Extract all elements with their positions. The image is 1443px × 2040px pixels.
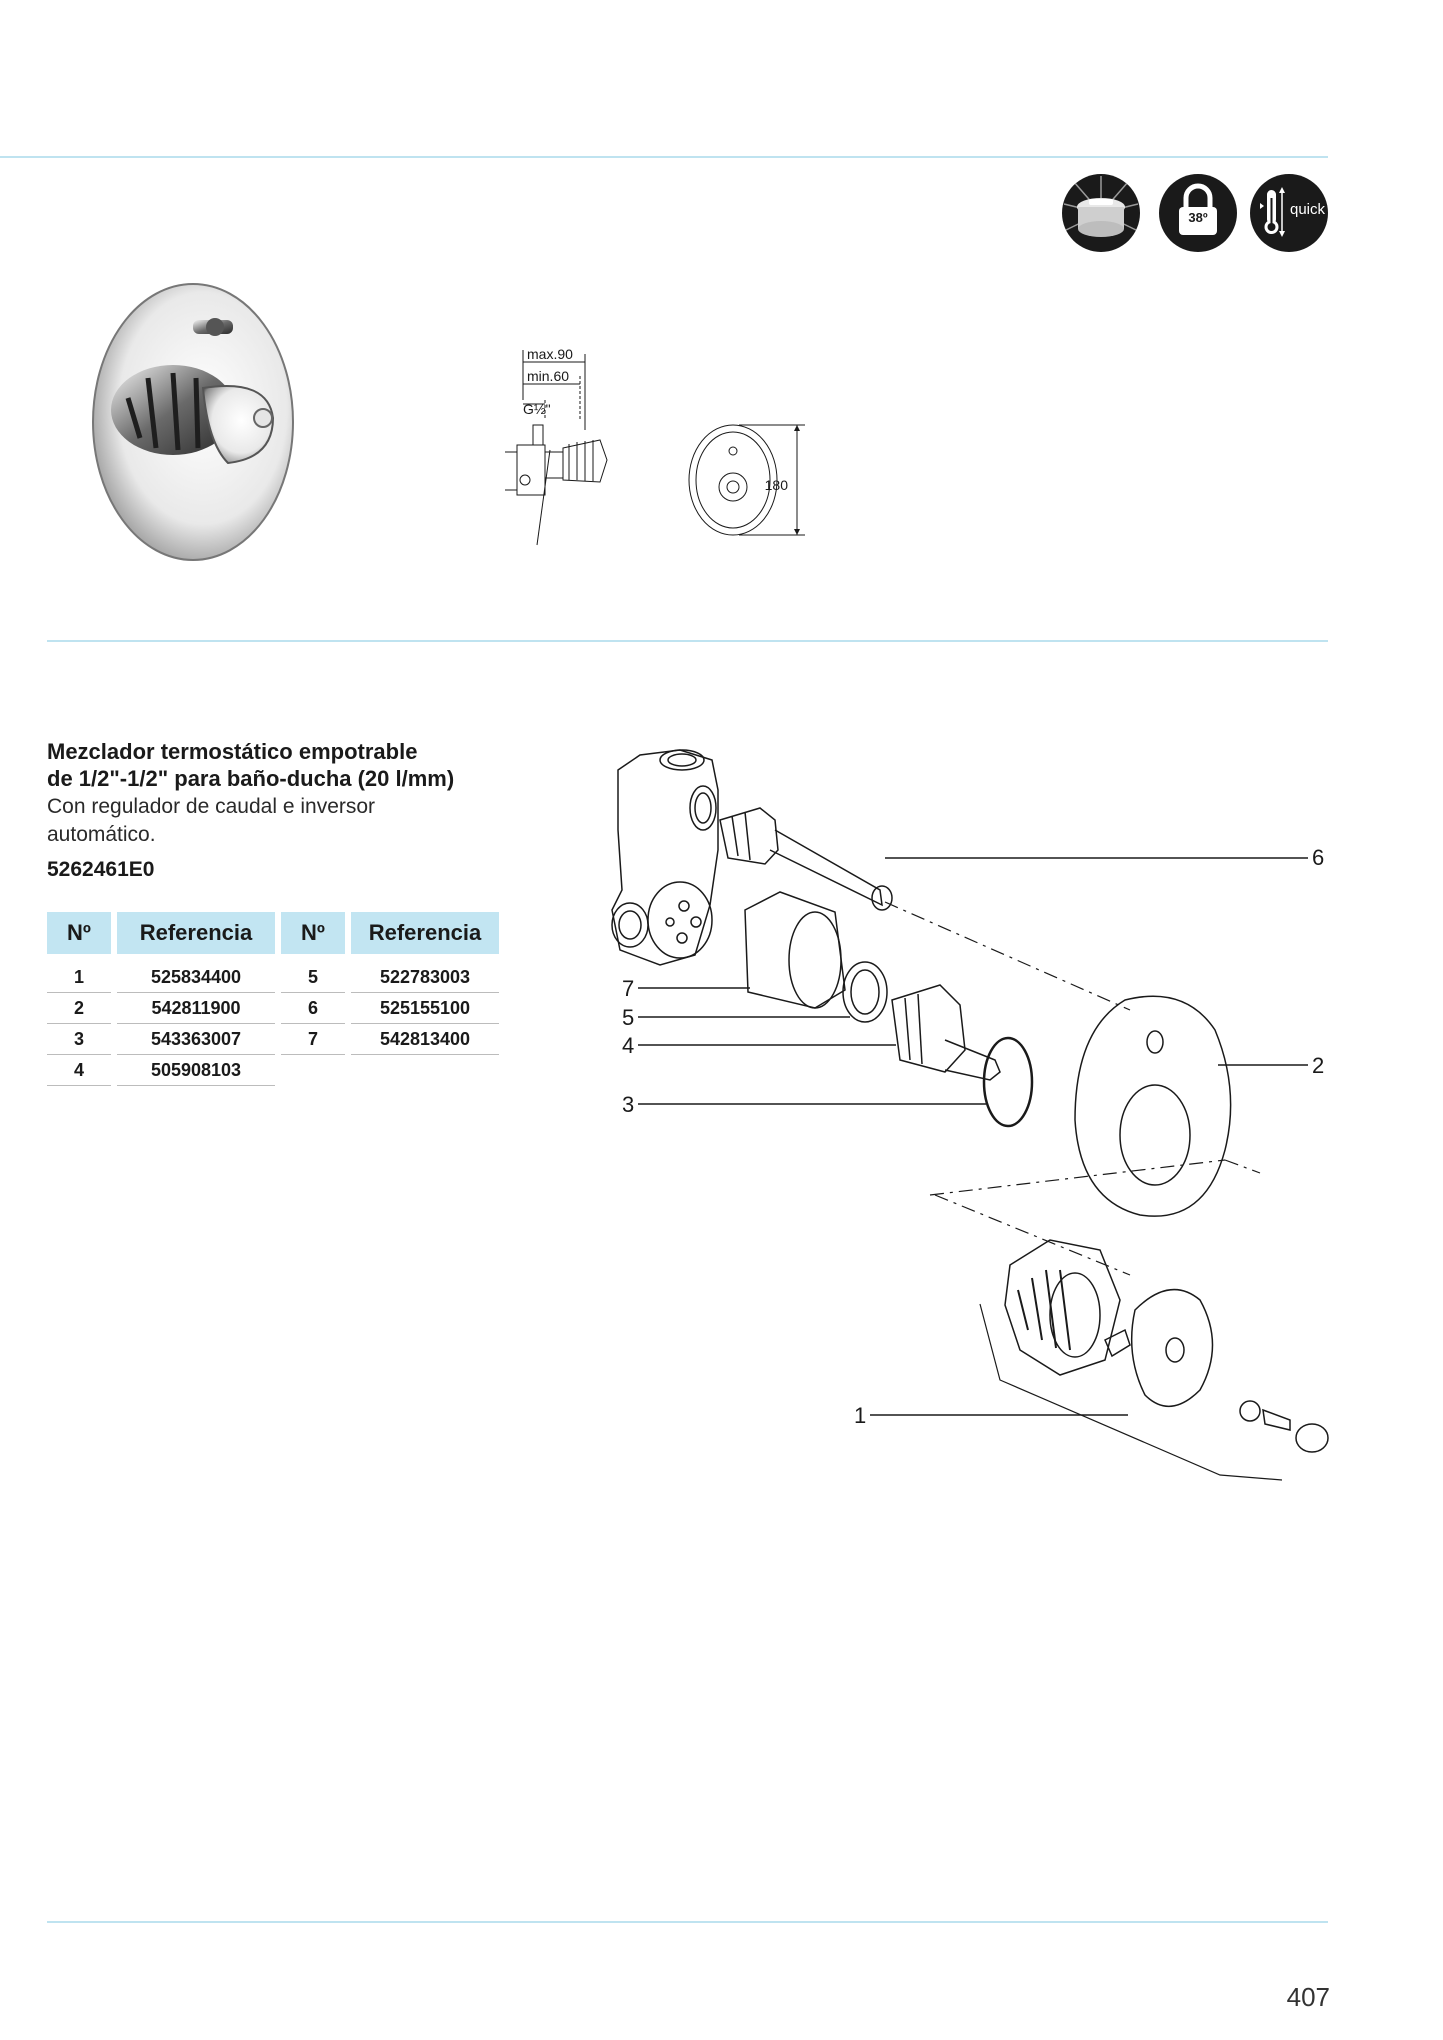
cell-no: 1 <box>47 962 111 993</box>
quick-thermostat-icon: quick <box>1250 174 1328 252</box>
temperature-lock-icon: 38º <box>1159 174 1237 252</box>
dim-thread: G½" <box>523 401 551 417</box>
product-title: Mezclador termostático empotrable de 1/2… <box>47 738 567 792</box>
bottom-rule <box>47 1921 1328 1923</box>
header-no-2: Nº <box>281 912 345 954</box>
exploded-parts-diagram: 6 7 5 4 3 2 1 <box>611 749 1329 1481</box>
cell-ref: 543363007 <box>117 1024 275 1055</box>
product-description-line-1: Con regulador de caudal e inversor <box>47 795 376 818</box>
cool-touch-icon <box>1062 174 1140 252</box>
middle-rule <box>47 640 1328 642</box>
cell-no: 6 <box>281 993 345 1024</box>
product-description-line-2: automático. <box>47 823 156 846</box>
cell-ref: 525155100 <box>351 993 499 1024</box>
table-row: 4 505908103 <box>47 1055 499 1086</box>
cell-no <box>281 1055 345 1086</box>
badge-38-label: 38º <box>1188 210 1208 225</box>
badge-quick-label: quick <box>1290 201 1326 218</box>
product-photo <box>92 283 294 561</box>
callout-3: 3 <box>622 1092 634 1117</box>
dim-max: max.90 <box>527 346 573 362</box>
feature-badges: 38º quick <box>1062 174 1332 254</box>
page-number: 407 <box>1286 1982 1330 2012</box>
callout-4: 4 <box>622 1033 634 1058</box>
callout-5: 5 <box>622 1005 634 1030</box>
header-no-1: Nº <box>47 912 111 954</box>
dimension-drawings: max.90 min.60 G½" 180 <box>505 346 805 546</box>
product-code: 5262461E0 <box>47 858 155 881</box>
header-ref-2: Referencia <box>351 912 499 954</box>
callout-7: 7 <box>622 976 634 1001</box>
product-description: Con regulador de caudal e inversor autom… <box>47 793 477 849</box>
top-rule <box>0 156 1328 158</box>
parts-table-header: Nº Referencia Nº Referencia <box>47 912 499 954</box>
parts-table: Nº Referencia Nº Referencia 1 525834400 … <box>41 912 505 1086</box>
cell-ref: 525834400 <box>117 962 275 993</box>
product-title-line-2: de 1/2"-1/2" para baño-ducha (20 l/mm) <box>47 766 455 791</box>
cell-no: 7 <box>281 1024 345 1055</box>
header-ref-1: Referencia <box>117 912 275 954</box>
callout-1: 1 <box>854 1403 866 1428</box>
dim-min: min.60 <box>527 368 569 384</box>
cell-ref <box>351 1055 499 1086</box>
table-row: 2 542811900 6 525155100 <box>47 993 499 1024</box>
callout-2: 2 <box>1312 1053 1324 1078</box>
table-row: 3 543363007 7 542813400 <box>47 1024 499 1055</box>
product-title-line-1: Mezclador termostático empotrable <box>47 739 418 764</box>
cell-ref: 505908103 <box>117 1055 275 1086</box>
cell-no: 3 <box>47 1024 111 1055</box>
cell-no: 4 <box>47 1055 111 1086</box>
cell-no: 5 <box>281 962 345 993</box>
table-row: 1 525834400 5 522783003 <box>47 962 499 993</box>
dim-height: 180 <box>765 477 789 493</box>
cell-ref: 522783003 <box>351 962 499 993</box>
cell-ref: 542811900 <box>117 993 275 1024</box>
callout-6: 6 <box>1312 845 1324 870</box>
cell-no: 2 <box>47 993 111 1024</box>
cell-ref: 542813400 <box>351 1024 499 1055</box>
